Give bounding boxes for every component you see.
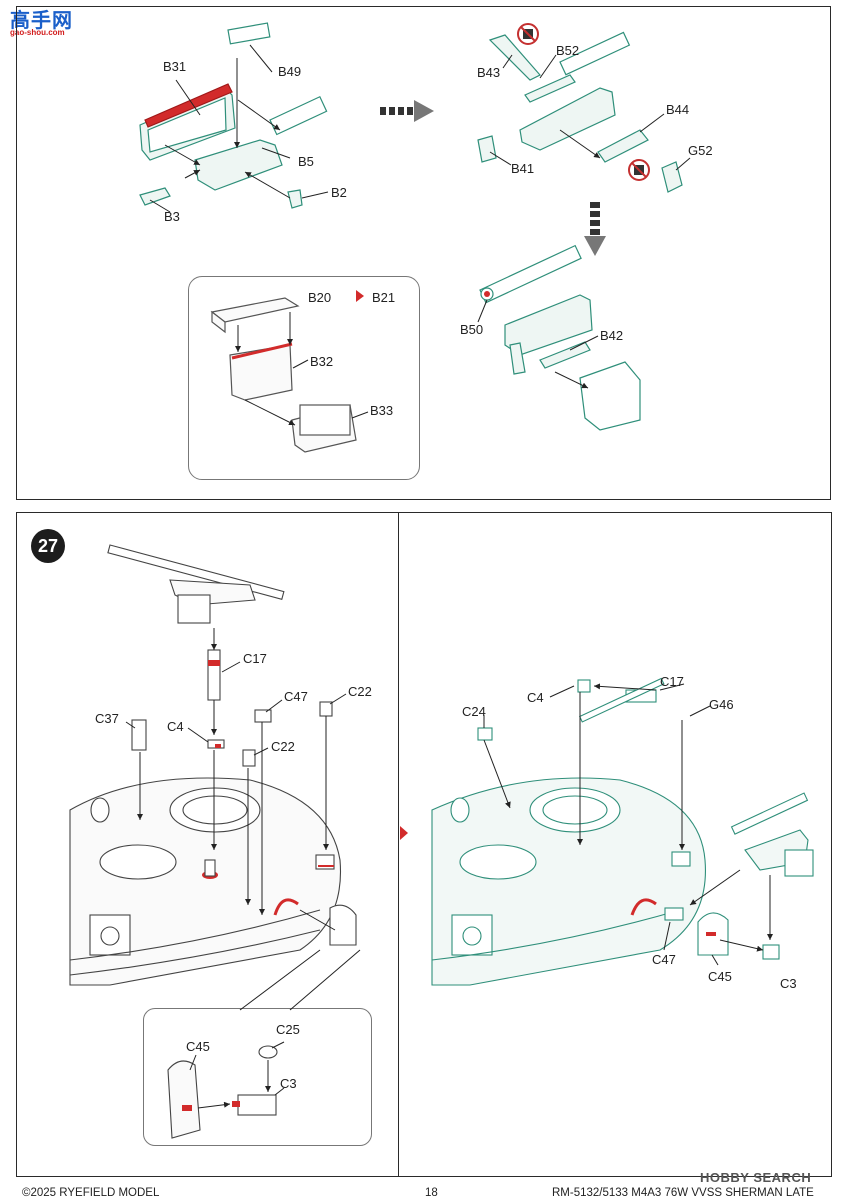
label-c45-inset: C45 [186, 1039, 210, 1054]
label-b20: B20 [308, 290, 332, 305]
label-b43: B43 [477, 65, 501, 80]
label-b50: B50 [460, 322, 484, 337]
turret-left-gun [107, 544, 357, 946]
top-left-leader-lines [149, 44, 329, 213]
label-c17-left: C17 [243, 651, 267, 666]
inset-leader-lines [235, 312, 369, 426]
step-arrow-down [584, 202, 606, 256]
step-arrow-right [380, 100, 434, 122]
ammo-frame-parts [210, 297, 357, 453]
label-c45-right: C45 [708, 969, 732, 984]
label-b49: B49 [278, 64, 302, 79]
label-c22-b: C22 [271, 739, 295, 754]
footer-copyright: ©2025 RYEFIELD MODEL [22, 1187, 160, 1199]
gun-subassembly-left [139, 22, 328, 209]
label-c47-right: C47 [652, 952, 676, 967]
label-b42: B42 [600, 328, 624, 343]
turret-right [431, 777, 707, 986]
label-c47-left: C47 [284, 689, 308, 704]
label-c4-left: C4 [167, 719, 184, 734]
label-b32: B32 [310, 354, 334, 369]
swap-icon-top-arrows [344, 290, 364, 302]
footer-page-number: 18 [425, 1187, 438, 1199]
gun-mount-assembly [479, 244, 641, 431]
label-b21: B21 [372, 290, 396, 305]
mount-leader-lines [477, 299, 599, 389]
label-c4-right: C4 [527, 690, 544, 705]
label-c37: C37 [95, 711, 119, 726]
c45-inset-leader-lines [189, 1041, 285, 1109]
top-right-leader-lines [489, 54, 691, 171]
step27-right-panel [398, 512, 832, 1177]
step27-left-leader-lines [125, 628, 361, 1011]
label-c22-a: C22 [348, 684, 372, 699]
label-g52: G52 [688, 143, 713, 158]
turret-left [69, 777, 342, 986]
label-g46: G46 [709, 697, 734, 712]
watermark-hobby-search: HOBBY SEARCH [700, 1170, 812, 1185]
no-glue-icon-1 [517, 23, 539, 45]
label-c25: C25 [276, 1022, 300, 1037]
label-c17-right: C17 [660, 674, 684, 689]
label-b2: B2 [331, 185, 347, 200]
gun-subassembly-right [477, 31, 683, 193]
top-panel [16, 6, 831, 500]
step27-inset-box [143, 1008, 372, 1146]
label-b52: B52 [556, 43, 580, 58]
watermark-cn-text: 高手网 [10, 8, 73, 32]
swap-icon-mid-arrows [386, 826, 408, 840]
no-glue-icon-2 [628, 159, 650, 181]
label-b41: B41 [511, 161, 535, 176]
label-b33: B33 [370, 403, 394, 418]
label-c3-right: C3 [780, 976, 797, 991]
label-b3: B3 [164, 209, 180, 224]
label-c3-inset: C3 [280, 1076, 297, 1091]
step-number: 27 [31, 529, 65, 563]
c45-inset-parts [167, 1045, 278, 1139]
watermark-url-text: gao-shou.com [10, 28, 65, 37]
label-b31: B31 [163, 59, 187, 74]
step27-right-leader-lines [483, 683, 773, 966]
top-inset-box [188, 276, 420, 480]
label-b44: B44 [666, 102, 690, 117]
watermark-logo: 高手网 gao-shou.com [4, 4, 74, 40]
label-b5: B5 [298, 154, 314, 169]
footer-model-name: RM-5132/5133 M4A3 76W VVSS SHERMAN LATE [552, 1187, 814, 1199]
label-c24: C24 [462, 704, 486, 719]
